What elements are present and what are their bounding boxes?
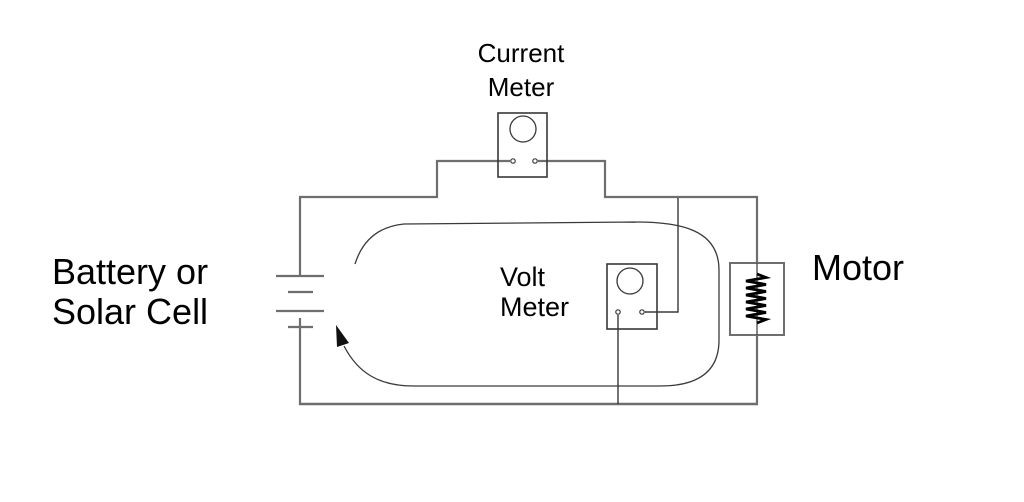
battery-symbol — [276, 274, 324, 329]
motor-symbol — [729, 262, 785, 336]
current-meter-dial-icon — [509, 115, 537, 143]
current-loop-curve — [343, 221, 720, 387]
volt-meter-label: Volt Meter — [500, 262, 569, 322]
current-meter-terminal-left — [510, 158, 516, 164]
volt-meter-label-line1: Volt — [500, 262, 546, 292]
current-meter-label: Current Meter — [421, 36, 621, 104]
volt-meter-terminal-right — [639, 309, 645, 315]
wire-top-right — [538, 159, 758, 199]
current-meter-terminal-right — [532, 158, 538, 164]
battery-label-line1: Battery or — [52, 251, 209, 292]
volt-meter-box — [606, 263, 658, 330]
current-meter-label-line1: Current — [477, 38, 565, 68]
battery-label: Battery or Solar Cell — [52, 252, 208, 332]
circuit-wires — [298, 159, 759, 406]
motor-label: Motor — [812, 247, 905, 288]
wire-top-left — [299, 159, 510, 199]
volt-meter-lead-up — [645, 198, 679, 313]
motor-coil-icon — [745, 272, 772, 325]
current-meter-label-line2: Meter — [487, 72, 555, 102]
current-meter-box — [497, 112, 548, 178]
battery-label-line2: Solar Cell — [52, 291, 209, 332]
current-flow-loop-arrow — [336, 221, 720, 387]
volt-meter-symbol — [606, 198, 679, 404]
current-meter-symbol — [497, 112, 548, 178]
volt-meter-label-line2: Meter — [500, 292, 570, 322]
volt-meter-terminal-left — [615, 309, 621, 315]
current-arrowhead-icon — [336, 325, 349, 347]
volt-meter-dial-icon — [616, 267, 644, 295]
